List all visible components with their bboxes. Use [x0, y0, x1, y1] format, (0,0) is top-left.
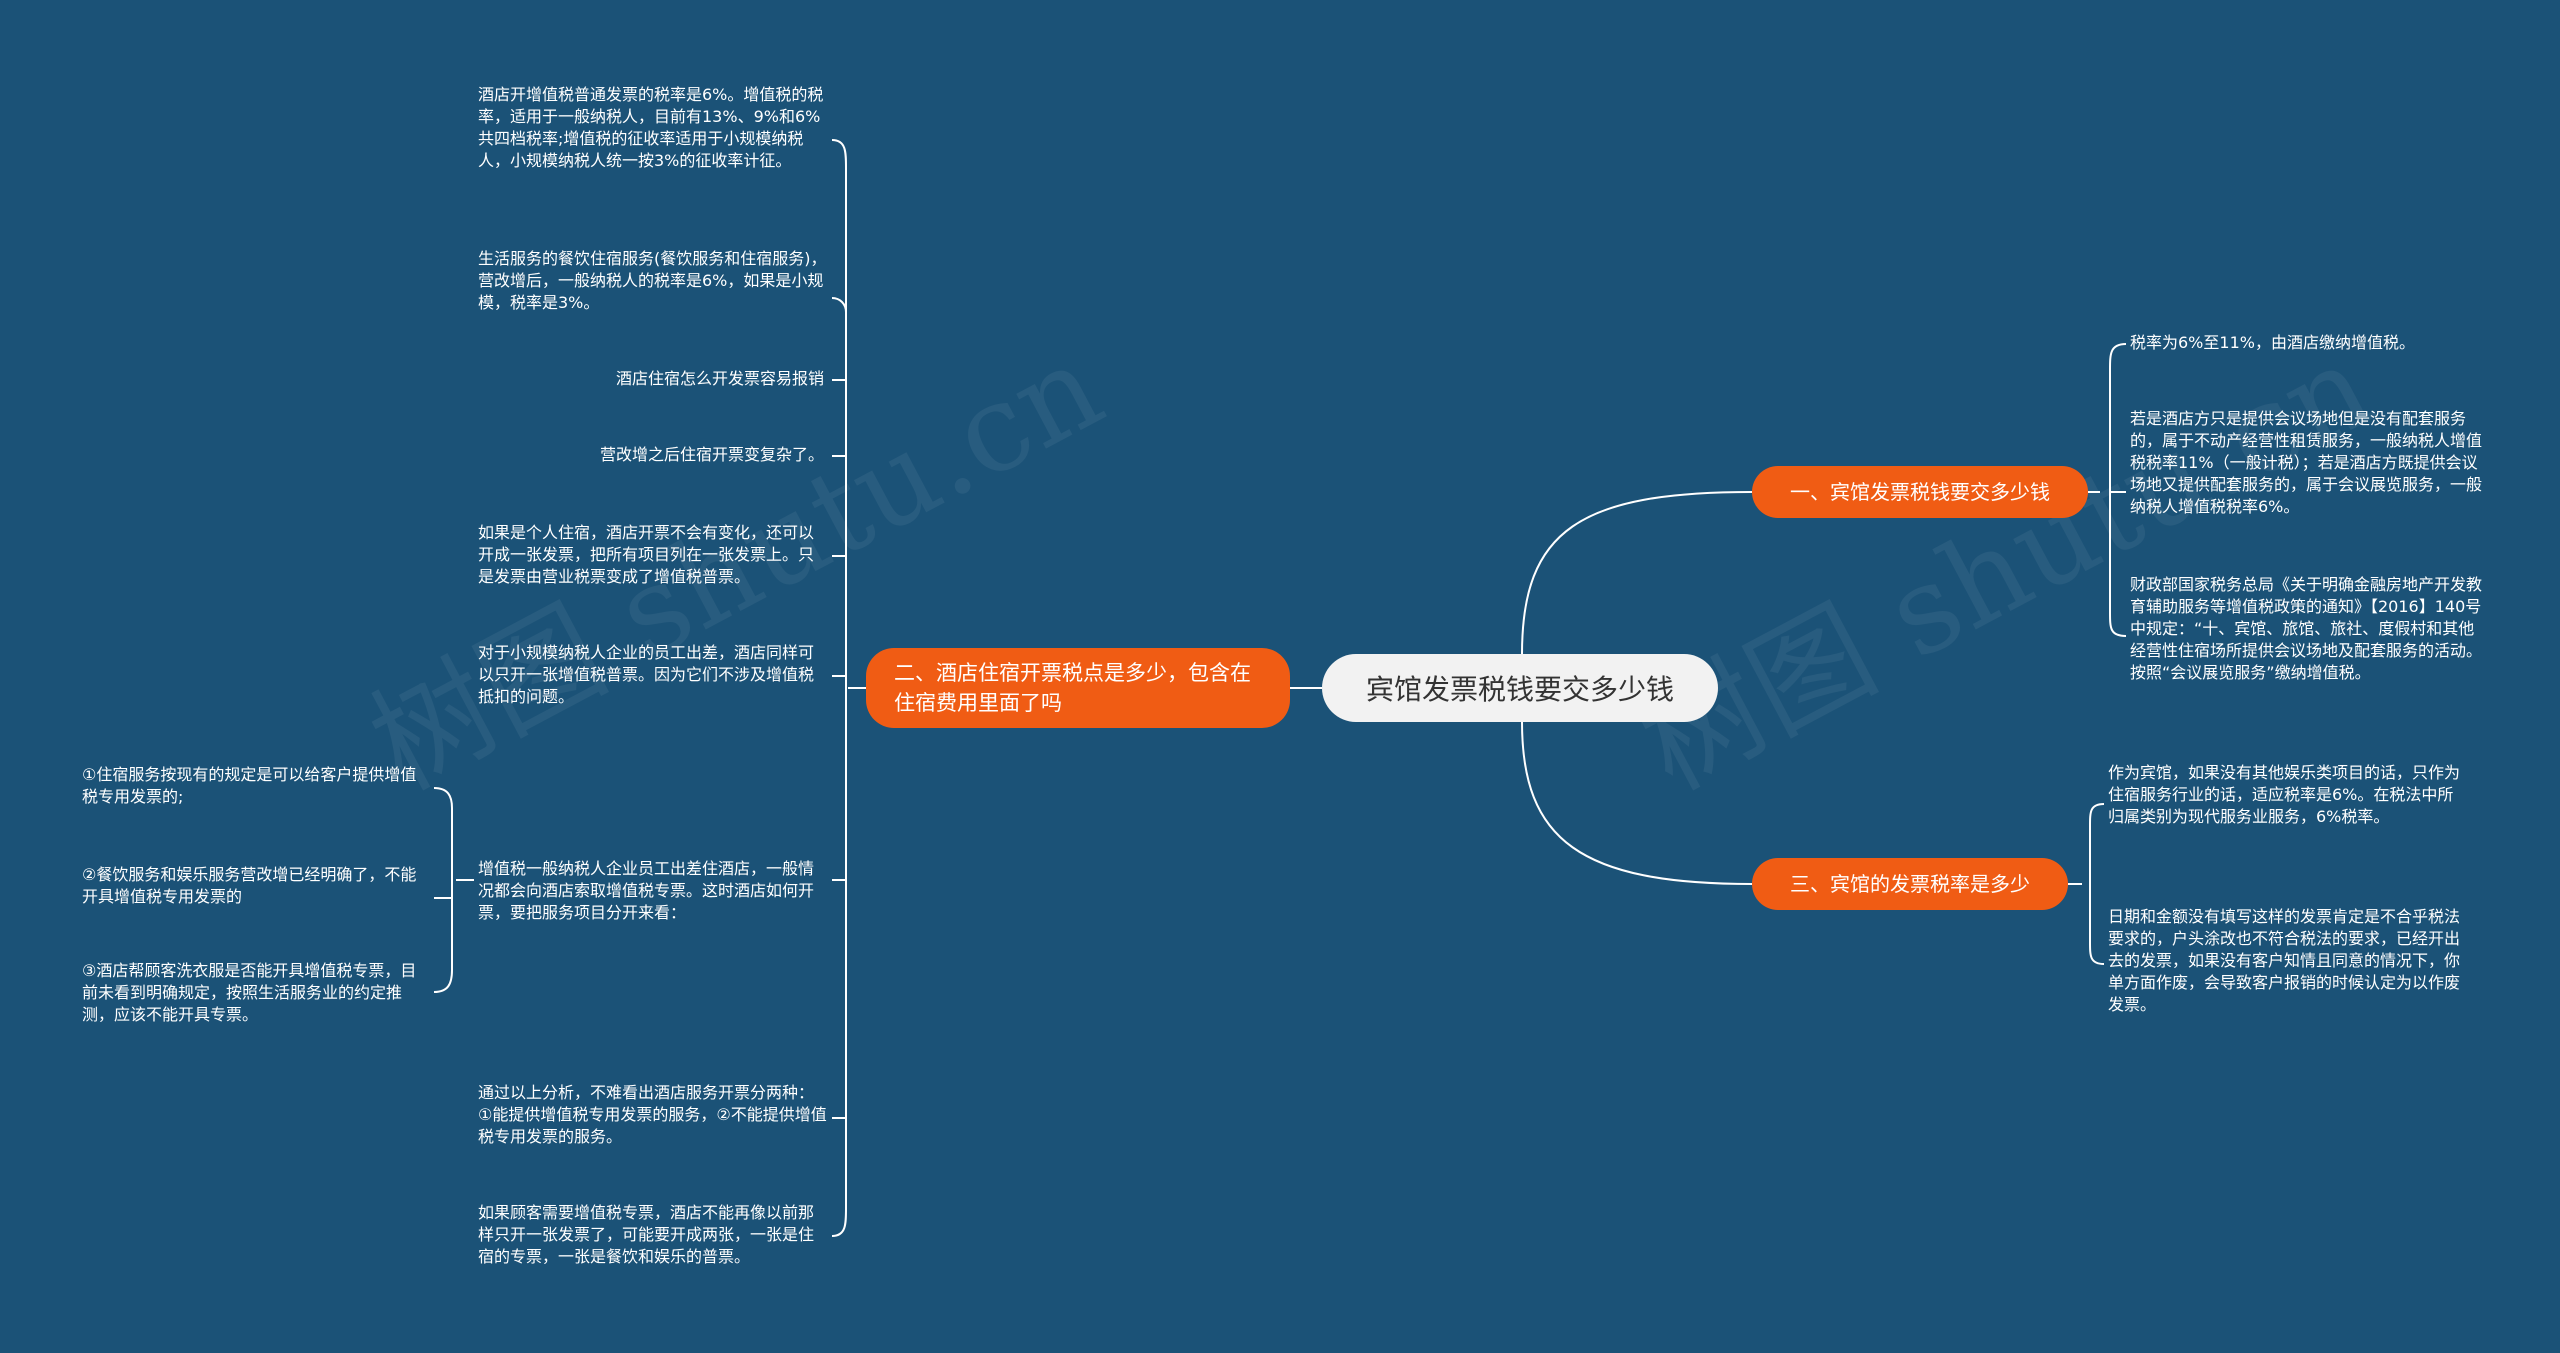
leaf-b1-1: 税率为6%至11%，由酒店缴纳增值税。 — [2130, 333, 2415, 352]
connector-root-b3 — [1521, 721, 1753, 885]
leaf-b2-7: 增值税一般纳税人企业员工出差住酒店，一般情况都会向酒店索取增值税专票。这时酒店如… — [478, 859, 815, 922]
branch-topic-2[interactable]: 二、酒店住宿开票税点是多少，包含在住宿费用里面了吗 — [866, 648, 1290, 728]
leaf-b2-4: 营改增之后住宿开票变复杂了。 — [599, 445, 824, 464]
leaf-b2-6: 对于小规模纳税人企业的员工出差，酒店同样可以只开一张增值税普票。因为它们不涉及增… — [478, 643, 815, 706]
leaf-b2-3: 酒店住宿怎么开发票容易报销 — [615, 369, 824, 388]
sub-leaf-2: ②餐饮服务和娱乐服务营改增已经明确了，不能开具增值税专用发票的 — [82, 865, 417, 906]
connector-sub-leaves — [433, 787, 474, 993]
leaf-b1-3: 财政部国家税务总局《关于明确金融房地产开发教育辅助服务等增值税政策的通知》【20… — [2130, 575, 2483, 682]
leaf-b1-2: 若是酒店方只是提供会议场地但是没有配套服务的，属于不动产经营性租赁服务，一般纳税… — [2130, 409, 2483, 516]
branch-topic-1[interactable]: 一、宾馆发票税钱要交多少钱 — [1752, 466, 2088, 518]
leaf-b2-8: 通过以上分析，不难看出酒店服务开票分两种：①能提供增值税专用发票的服务，②不能提… — [478, 1083, 827, 1146]
connector-root-b1 — [1521, 491, 1753, 655]
leaf-b2-9: 如果顾客需要增值税专票，酒店不能再像以前那样只开一张发票了，可能要开成两张，一张… — [478, 1203, 815, 1266]
leaf-b3-1: 作为宾馆，如果没有其他娱乐类项目的话，只作为住宿服务行业的话，适应税率是6%。在… — [2108, 763, 2461, 826]
leaf-b2-1: 酒店开增值税普通发票的税率是6%。增值税的税率，适用于一般纳税人，目前有13%、… — [478, 85, 824, 170]
sub-leaf-3: ③酒店帮顾客洗衣服是否能开具增值税专票，目前未看到明确规定，按照生活服务业的约定… — [82, 961, 417, 1024]
connector-b3-leaves — [2068, 803, 2105, 965]
leaf-b2-2: 生活服务的餐饮住宿服务(餐饮服务和住宿服务)，营改增后，一般纳税人的税率是6%，… — [478, 249, 827, 312]
connector-b1-leaves — [2088, 343, 2127, 637]
root-topic[interactable]: 宾馆发票税钱要交多少钱 — [1322, 654, 1718, 722]
leaf-b3-2: 日期和金额没有填写这样的发票肯定是不合乎税法要求的，户头涂改也不符合税法的要求，… — [2108, 907, 2461, 1014]
sub-leaf-1: ①住宿服务按现有的规定是可以给客户提供增值税专用发票的; — [82, 765, 417, 806]
branch-topic-3[interactable]: 三、宾馆的发票税率是多少 — [1752, 858, 2068, 910]
leaf-b2-5: 如果是个人住宿，酒店开票不会有变化，还可以开成一张发票，把所有项目列在一张发票上… — [478, 523, 815, 586]
connector-b2-leaves — [831, 139, 866, 1237]
